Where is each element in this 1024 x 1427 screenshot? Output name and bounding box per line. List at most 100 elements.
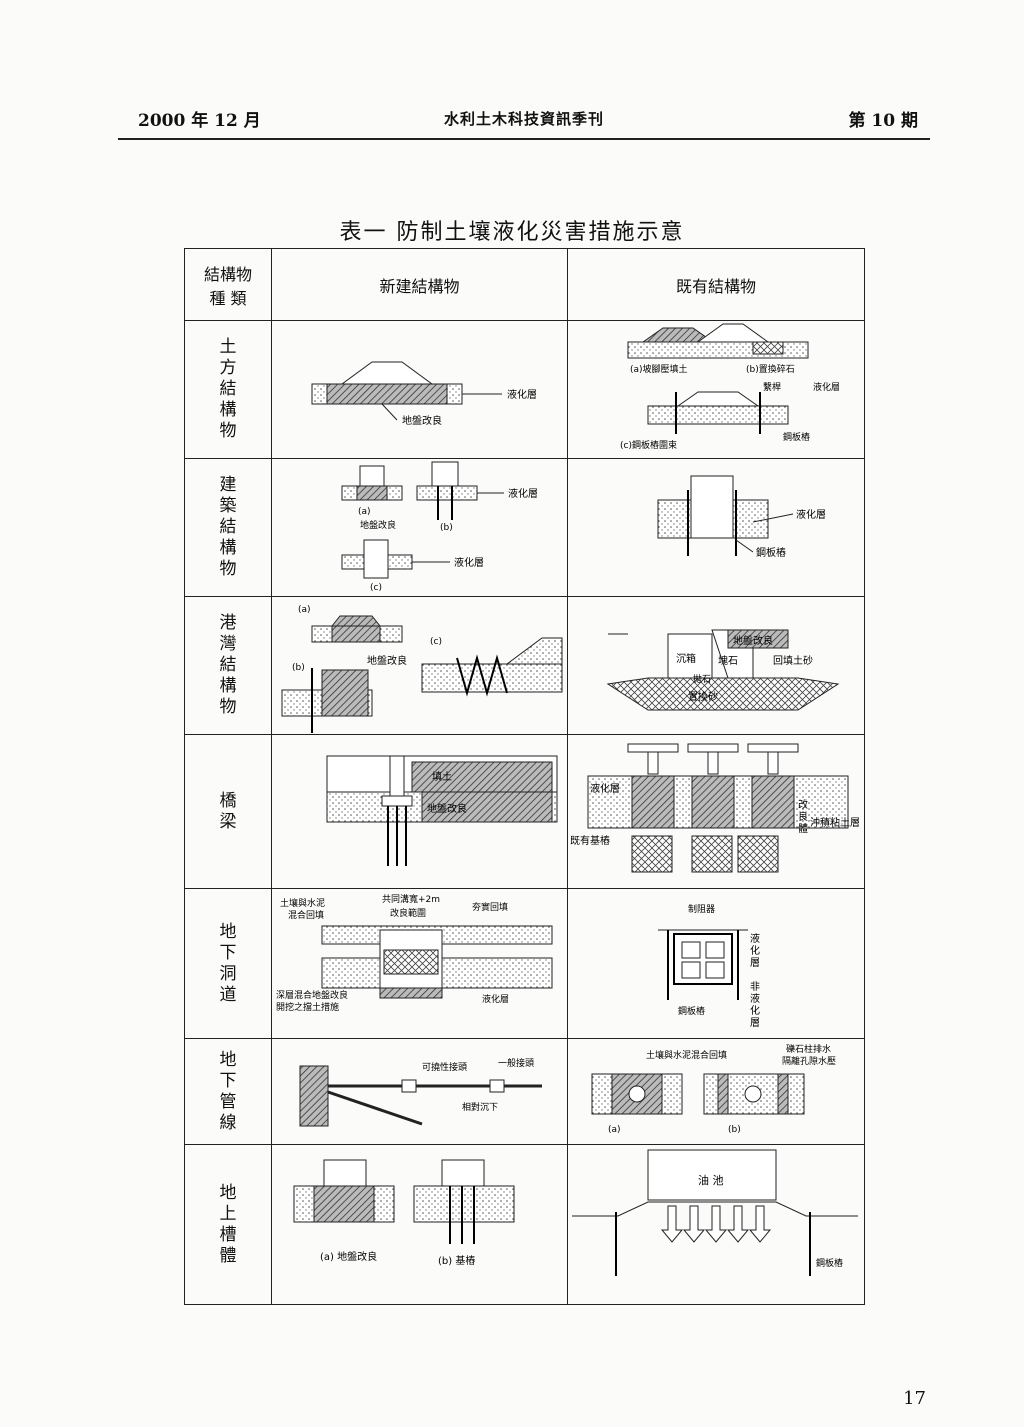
label-block: 塊石 [718,654,738,667]
row-label-harbour: 港灣結構物 [184,596,272,735]
label-clay: 沖積粘土層 [810,816,860,829]
diagram-tunnel-existing: 制阻器 液 化 層 鋼板樁 非 液 化 層 [567,888,865,1039]
svg-text:夯實回填: 夯實回填 [472,901,508,913]
row-label-pipeline: 地下管線 [184,1038,272,1145]
label-fill: 填土 [432,770,452,783]
svg-text:制阻器: 制阻器 [688,903,715,915]
label-a: (a) 地盤改良 [320,1250,377,1263]
page-number: 17 [903,1388,926,1409]
svg-text:深層混合地盤改良: 深層混合地盤改良 [276,989,348,1001]
svg-text:(b): (b) [292,663,305,673]
svg-text:(c): (c) [370,583,382,593]
svg-text:液: 液 [750,932,760,945]
svg-text:化: 化 [750,1004,760,1017]
svg-text:(b): (b) [440,523,453,533]
svg-text:礫石柱排水: 礫石柱排水 [786,1043,831,1055]
svg-text:良: 良 [798,810,808,823]
diagram-harbour-new: (a) 地盤改良 (b) (c) [271,596,568,735]
label-liquefied: 液化層 [507,388,537,401]
diagram-tunnel-new: 土壤與水泥 混合回填 共同溝寬+2m 改良範圍 夯實回填 深層混合地盤改良 開挖… [271,888,568,1039]
diagram-building-new: (a) 地盤改良 (b) 液化層 (c) 液化層 [271,458,568,597]
label-settle: 相對沉下 [462,1101,498,1113]
svg-text:隔離孔隙水壓: 隔離孔隙水壓 [782,1055,836,1067]
table-row: 橋梁 填土 地盤改良 [184,734,865,889]
label-caisson: 沉箱 [676,652,696,665]
label-b: (b)置換碎石 [746,363,795,375]
diagram-bridge-new: 填土 地盤改良 [271,734,568,889]
label-piles: 既有基樁 [570,834,610,847]
row-label-tunnel: 地下洞道 [184,888,272,1039]
countermeasure-table: 結構物 種 類 新建結構物 既有結構物 土方結構物 液化層 地盤改良 [184,248,865,1305]
table-header-row: 結構物 種 類 新建結構物 既有結構物 [184,248,865,321]
label-a: (a)坡腳壓填土 [630,363,688,375]
diagram-earthwork-new: 液化層 地盤改良 [271,320,568,459]
svg-text:混合回填: 混合回填 [288,909,324,921]
label-improve: 地盤改良 [367,654,407,667]
svg-text:改: 改 [798,798,808,811]
svg-text:改良範圍: 改良範圍 [390,907,426,919]
label-rubble: 拋石 [693,673,711,685]
table-title: 表一 防制土壤液化災害措施示意 [339,220,685,245]
svg-text:體: 體 [798,823,808,835]
svg-text:化: 化 [750,944,760,957]
diagram-earthwork-existing: (a)坡腳壓填土 (b)置換碎石 繫桿 液化層 (c)鋼板樁圍束 鋼板樁 [567,320,865,459]
row-label-building: 建築結構物 [184,458,272,597]
svg-text:土壤與水泥混合回填: 土壤與水泥混合回填 [646,1049,727,1061]
table-row: 地上槽體 (a) 地盤改良 (b) 基樁 油 池 [184,1144,865,1305]
table-row: 港灣結構物 (a) 地盤改良 (b) (c) [184,596,865,735]
header-type-line2: 種 類 [209,288,247,308]
svg-text:(a): (a) [298,605,311,615]
label-liquefied: 液化層 [796,508,826,521]
label-flex: 可撓性接頭 [422,1061,467,1073]
svg-text:開挖之擋土措施: 開挖之擋土措施 [276,1001,339,1013]
label-sheet: 鋼板樁 [678,1005,705,1017]
svg-text:(a): (a) [608,1125,621,1135]
label-liquefied: 液化層 [813,381,840,393]
diagram-tank-new: (a) 地盤改良 (b) 基樁 [271,1144,568,1305]
label-c: (c)鋼板樁圍束 [620,439,677,451]
label-sheet: 鋼板樁 [756,546,786,559]
svg-text:層: 層 [750,1017,760,1029]
svg-text:層: 層 [750,957,760,969]
diagram-tank-existing: 油 池 鋼板樁 [567,1144,865,1305]
label-improve: 地盤改良 [733,634,773,647]
label-sheet: 鋼板樁 [783,431,810,443]
svg-text:非: 非 [750,981,760,993]
header-existing: 既有結構物 [567,248,865,321]
diagram-bridge-existing: 液化層 改 良 體 沖積粘土層 既有基樁 [567,734,865,889]
svg-text:共同溝寬+2m: 共同溝寬+2m [382,893,440,905]
label-b: (b) 基樁 [438,1254,475,1267]
table-row: 土方結構物 液化層 地盤改良 (a)坡腳壓填土 (b)置換碎石 [184,320,865,459]
label-backfill: 回填土砂 [773,654,813,667]
svg-text:土壤與水泥: 土壤與水泥 [280,897,325,909]
label-liquefied: 液化層 [482,993,509,1005]
diagram-pipeline-new: 可撓性接頭 一般接頭 相對沉下 [271,1038,568,1145]
label-liquefied: 液化層 [590,782,620,795]
table-row: 地下洞道 土壤與水泥 混合回填 共同溝寬+2m 改良範圍 夯實回填 深層混合地盤… [184,888,865,1039]
running-header: 2000 年 12 月 水利土木科技資訊季刊 第 10 期 [118,104,930,138]
label-improve: 地盤改良 [402,414,442,427]
label-tie: 繫桿 [763,381,781,393]
diagram-pipeline-existing: 土壤與水泥混合回填 礫石柱排水 隔離孔隙水壓 (a) (b) [567,1038,865,1145]
journal-name: 水利土木科技資訊季刊 [443,110,604,128]
label-joint: 一般接頭 [498,1057,534,1069]
diagram-building-existing: 液化層 鋼板樁 [567,458,865,597]
header-type: 結構物 種 類 [184,248,272,321]
row-label-bridge: 橋梁 [184,734,272,889]
label-liquefied: 液化層 [508,487,538,500]
label-liquefied: 液化層 [454,556,484,569]
svg-text:(b): (b) [728,1125,741,1135]
issue-date: 2000 年 12 月 [138,111,261,131]
table-row: 地下管線 可撓性接頭 一般接頭 相對沉下 土壤與水泥混合回填 礫石柱排水 隔離孔… [184,1038,865,1145]
label-tank: 油 池 [698,1173,724,1187]
header-type-line1: 結構物 [203,264,252,284]
table-row: 建築結構物 (a) 地盤改良 (b) 液化層 (c) 液化層 [184,458,865,597]
issue-number: 第 10 期 [848,111,919,131]
label-replace: 置換砂 [688,690,718,703]
label-sheet: 鋼板樁 [816,1257,843,1269]
svg-text:(c): (c) [430,637,442,647]
header-new: 新建結構物 [271,248,568,321]
diagram-harbour-existing: 地盤改良 沉箱 塊石 回填土砂 拋石 置換砂 [567,596,865,735]
row-label-earthwork: 土方結構物 [184,320,272,459]
row-label-tank: 地上槽體 [184,1144,272,1305]
